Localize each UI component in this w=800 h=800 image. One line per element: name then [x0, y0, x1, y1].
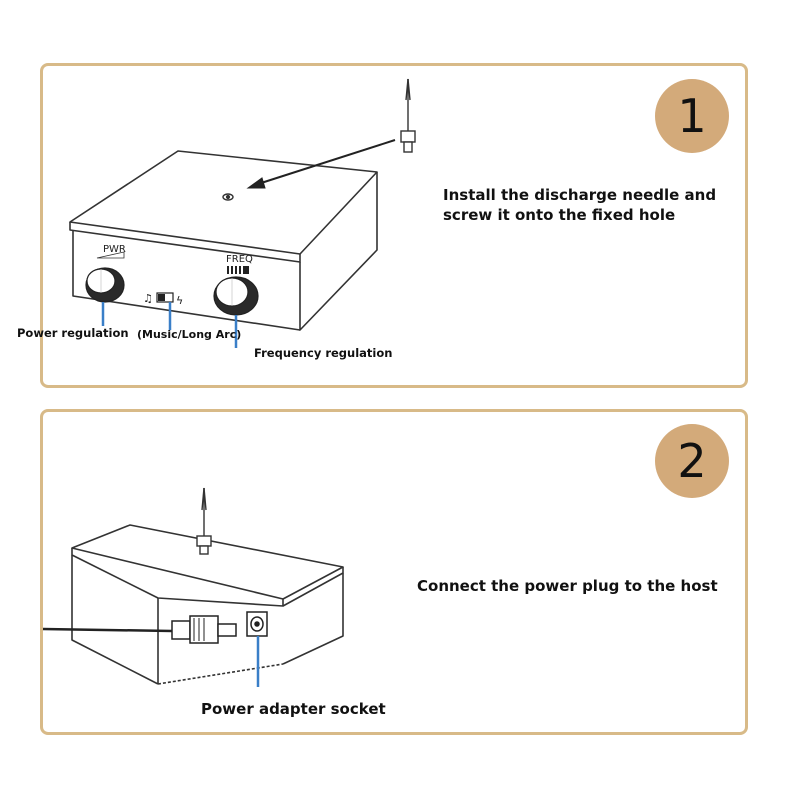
step-2-badge: 2 [655, 424, 729, 498]
device-front-face [72, 230, 301, 331]
pwr-label: PWR [103, 244, 126, 255]
power-knob [85, 267, 125, 303]
power-adapter-socket-label: Power adapter socket [201, 700, 386, 718]
device-top-face [69, 150, 378, 255]
step-1-callout-lines [101, 302, 238, 348]
step-2-device-drawing [71, 524, 344, 685]
step-1-instruction-line-2: screw it onto the fixed hole [443, 206, 676, 224]
freq-label: FREQ [226, 254, 253, 265]
fixed-hole [222, 193, 234, 201]
power-regulation-label: Power regulation [17, 326, 129, 340]
discharge-needle [400, 78, 416, 153]
toggle-switch-icon [156, 292, 174, 303]
freq-scale-bars [227, 266, 249, 274]
frequency-regulation-label: Frequency regulation [254, 346, 393, 360]
mode-switch-label: (Music/Long Arc) [137, 328, 242, 341]
step-1-instruction-line-1: Install the discharge needle and [443, 186, 717, 204]
power-socket [246, 611, 268, 637]
device-right-side [299, 172, 378, 331]
device-top-edge [69, 222, 301, 263]
step-1-instruction: Install the discharge needle and screw i… [443, 185, 733, 225]
music-note-icon: ♫ [143, 292, 153, 305]
step-1-badge: 1 [655, 79, 729, 153]
lightning-icon: ϟ [176, 294, 183, 307]
install-arrow [246, 139, 396, 189]
step-2-instruction: Connect the power plug to the host [417, 577, 718, 595]
frequency-knob [213, 276, 259, 316]
power-plug [42, 615, 237, 644]
discharge-needle-installed [196, 487, 212, 555]
